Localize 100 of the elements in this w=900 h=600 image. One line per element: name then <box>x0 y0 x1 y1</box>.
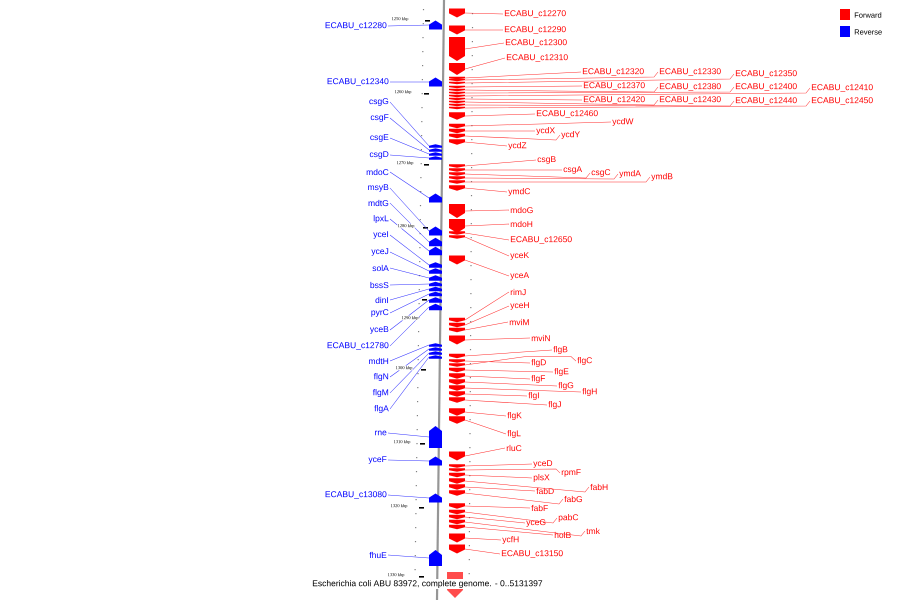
gene-label: ECABU_c12420 <box>584 96 645 104</box>
gene-block <box>449 524 465 530</box>
gene-label: dinI <box>375 296 388 304</box>
leader-line <box>464 548 500 554</box>
gene-label: ECABU_c13150 <box>502 550 563 558</box>
gene-label: lpxL <box>374 215 388 223</box>
leader-line <box>464 130 536 132</box>
gene-label: mviN <box>532 334 550 342</box>
gene-label: flgM <box>372 389 388 397</box>
gene-block <box>449 94 465 98</box>
gene-block <box>449 164 465 168</box>
gene-block <box>449 26 465 34</box>
leader-line <box>464 72 582 78</box>
leader-line <box>464 172 590 178</box>
gene-block <box>449 452 465 460</box>
gene-label: yceI <box>373 231 388 239</box>
leader-line <box>390 252 430 272</box>
gene-block <box>449 106 465 110</box>
gene-label: pyrC <box>371 309 388 317</box>
gene-block <box>449 534 465 542</box>
gene-label: ECABU_c12310 <box>506 54 568 62</box>
gene-label: ECABU_c12290 <box>504 26 566 34</box>
gene-block <box>449 8 465 18</box>
gene-block <box>429 238 442 246</box>
gene-block <box>429 304 442 310</box>
gene-label: csgE <box>370 134 388 142</box>
gene-label: ECABU_c12440 <box>736 97 797 105</box>
leader-line <box>464 370 554 372</box>
gene-label: yceG <box>526 519 546 527</box>
leader-line <box>464 86 582 88</box>
gene-block <box>429 351 442 355</box>
leader-line <box>464 236 510 256</box>
gene-block <box>429 152 442 156</box>
gene-label: yceB <box>370 326 388 334</box>
gene-block <box>449 204 465 218</box>
leader-line <box>390 356 430 410</box>
leader-line <box>464 42 504 50</box>
leader-line <box>464 474 532 478</box>
gene-block <box>449 391 465 397</box>
leader-line <box>464 522 586 536</box>
gene-label: flgD <box>531 359 546 367</box>
gene-label: flgN <box>374 373 388 381</box>
leader-line <box>390 102 430 146</box>
gene-label: ECABU_c12300 <box>506 39 567 47</box>
leader-line <box>464 420 506 434</box>
gene-block <box>449 78 465 82</box>
leader-line <box>464 86 734 94</box>
gene-block <box>449 124 465 128</box>
leader-line <box>464 480 590 492</box>
gene-block <box>449 408 465 416</box>
gene-label: fhuE <box>369 552 386 558</box>
leader-line <box>464 356 576 366</box>
leader-line <box>464 322 508 330</box>
gene-block <box>429 343 442 347</box>
gene-label: ECABU_c12400 <box>736 83 797 91</box>
gene-label: ECABU_c12280 <box>326 22 386 30</box>
gene-block <box>449 490 465 496</box>
gene-label: yceH <box>510 302 529 310</box>
gene-block <box>429 78 442 86</box>
gene-label: ycdY <box>561 131 580 139</box>
gene-block <box>449 219 465 233</box>
leader-line <box>464 210 510 212</box>
gene-label: mdtG <box>368 200 388 206</box>
leader-line <box>464 516 526 524</box>
gene-label: yceF <box>368 456 386 464</box>
gene-label: flgA <box>374 405 389 413</box>
leader-line <box>390 306 430 346</box>
leader-line <box>464 292 510 320</box>
gene-block <box>449 520 465 524</box>
leader-line <box>464 134 560 140</box>
gene-block <box>429 144 442 148</box>
gene-block <box>449 76 465 80</box>
leader-line <box>464 174 618 180</box>
gene-block <box>449 510 465 514</box>
gene-block <box>449 503 465 509</box>
gene-label: ymdB <box>651 173 672 181</box>
gene-block <box>429 156 442 160</box>
leader-line <box>464 486 536 492</box>
gene-label: mviM <box>510 318 529 326</box>
leader-line <box>390 294 430 314</box>
leader-line <box>464 142 508 146</box>
gene-block <box>429 262 442 268</box>
leader-line <box>464 394 528 396</box>
gene-block <box>429 550 442 566</box>
gene-block <box>449 468 465 472</box>
gene-label: ECABU_c12340 <box>328 78 388 86</box>
leader-line <box>390 344 430 362</box>
gene-label: flgI <box>528 392 539 400</box>
leader-line <box>390 284 430 286</box>
gene-label: ECABU_c12350 <box>736 70 797 78</box>
gene-block <box>449 397 465 403</box>
leader-line <box>388 554 430 558</box>
leader-line <box>390 118 430 150</box>
gene-label: yceA <box>510 272 530 280</box>
gene-block <box>449 180 465 184</box>
leader-line <box>464 506 530 508</box>
gene-label: csgA <box>564 166 582 174</box>
gene-block <box>449 128 465 134</box>
gene-label: ECABU_c12650 <box>510 236 572 244</box>
leader-line <box>464 350 552 356</box>
